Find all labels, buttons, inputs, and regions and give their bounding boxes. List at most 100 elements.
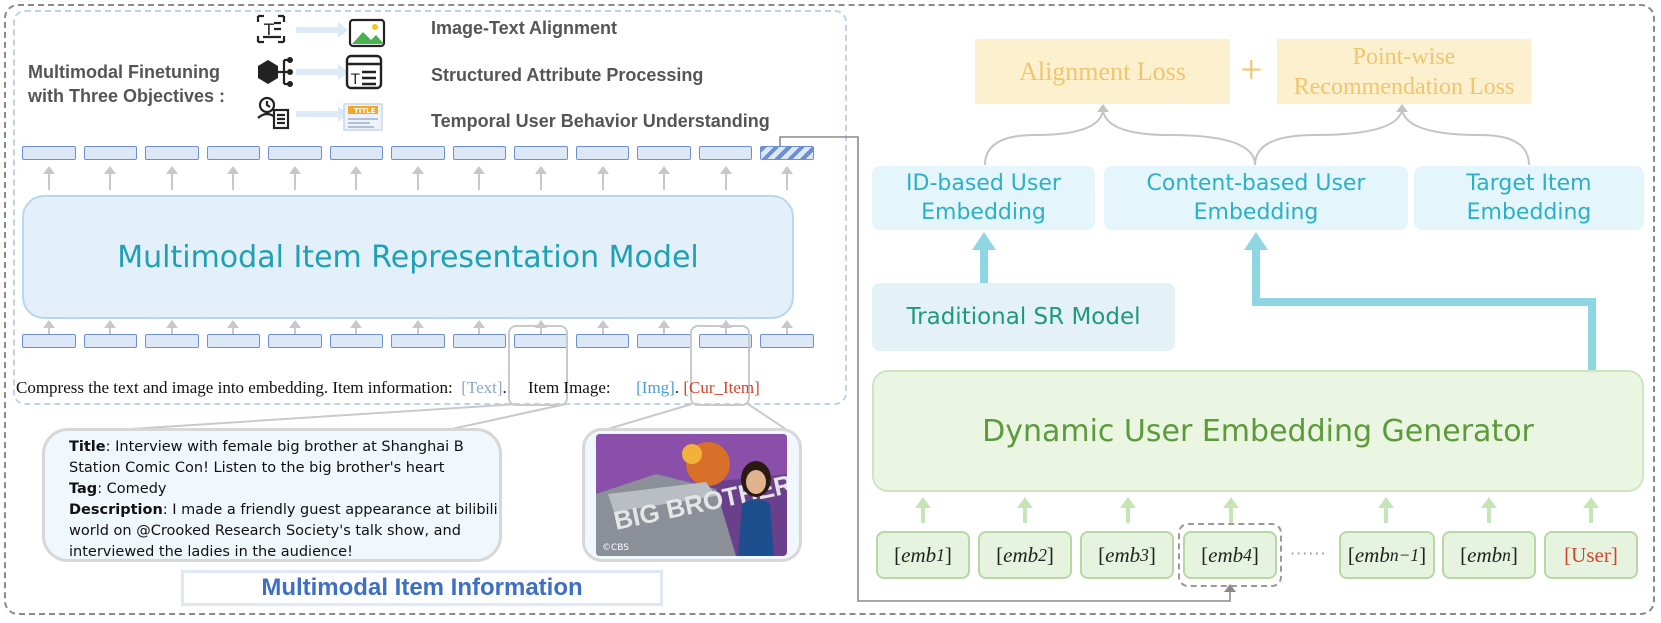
green-up-arrow xyxy=(1223,497,1239,523)
arrow-1-head xyxy=(338,22,348,38)
output-token xyxy=(514,146,568,160)
title-value: : Interview with female big brother at S… xyxy=(69,439,464,476)
up-arrow xyxy=(719,320,732,334)
up-arrow xyxy=(473,320,486,334)
current-item-highlight xyxy=(1178,523,1282,587)
prompt-sentence: Compress the text and image into embeddi… xyxy=(16,378,760,398)
cube-tree-icon xyxy=(258,57,293,87)
input-token-row xyxy=(22,334,814,350)
output-token xyxy=(22,146,76,160)
image-placeholder: [Img] xyxy=(636,378,675,397)
up-arrow xyxy=(288,166,301,190)
output-token xyxy=(268,146,322,160)
input-token xyxy=(145,334,199,348)
up-arrow xyxy=(42,320,55,334)
alignment-loss-box: Alignment Loss xyxy=(975,39,1230,104)
input-token xyxy=(391,334,445,348)
tag-key: Tag xyxy=(69,481,98,497)
input-token xyxy=(329,334,384,348)
up-arrow xyxy=(227,320,240,334)
ellipsis: ······ xyxy=(1290,544,1327,563)
objective-structured-attribute: Structured Attribute Processing xyxy=(431,65,704,85)
prompt-dot: . xyxy=(502,378,507,397)
arrow-2-body xyxy=(296,69,338,75)
up-arrow xyxy=(227,166,240,190)
up-arrow xyxy=(104,166,117,190)
content-emb-line2: Embedding xyxy=(1193,200,1319,225)
up-arrow xyxy=(473,166,486,190)
output-token xyxy=(145,146,199,160)
output-token xyxy=(83,146,138,160)
svg-text:T: T xyxy=(263,20,274,39)
svg-text:T: T xyxy=(350,72,360,88)
current-item-placeholder: [Cur_Item] xyxy=(683,378,760,397)
content-based-user-embedding: Content-based User Embedding xyxy=(1104,166,1408,230)
id-emb-line2: Embedding xyxy=(921,200,1046,225)
up-arrow xyxy=(165,166,178,190)
up-arrow xyxy=(596,320,609,334)
id-based-user-embedding: ID-based User Embedding xyxy=(872,166,1095,230)
up-arrow xyxy=(719,166,732,190)
target-item-embedding: Target Item Embedding xyxy=(1414,166,1644,230)
pointwise-loss-box: Point-wise Recommendation Loss xyxy=(1277,39,1531,104)
up-arrow xyxy=(104,320,117,334)
description-key: Description xyxy=(69,502,163,518)
up-arrow xyxy=(350,166,363,190)
id-emb-line1: ID-based User xyxy=(906,171,1061,196)
prompt-image-label: Item Image: xyxy=(528,378,611,397)
output-token xyxy=(637,146,691,160)
title-key: Title xyxy=(69,439,106,455)
up-arrow xyxy=(535,166,548,190)
up-arrow xyxy=(658,166,671,190)
up-arrow xyxy=(658,320,671,334)
item-thumbnail: BIG BROTHER ©CBS xyxy=(596,434,787,556)
input-token xyxy=(760,334,814,348)
up-arrow xyxy=(535,320,548,334)
user-token-box: [User] xyxy=(1544,531,1638,579)
svg-text:TITLE: TITLE xyxy=(354,107,376,115)
tag-value: : Comedy xyxy=(97,481,167,497)
objective-temporal-behavior: Temporal User Behavior Understanding xyxy=(431,111,770,131)
user-history-icon xyxy=(257,96,290,130)
outer-frame xyxy=(4,4,1655,615)
up-arrow xyxy=(781,320,794,334)
content-emb-line1: Content-based User xyxy=(1146,171,1366,196)
item-embedding-token xyxy=(760,146,814,160)
green-up-arrow xyxy=(1378,497,1394,523)
pointwise-loss-line1: Point-wise xyxy=(1352,43,1456,70)
target-emb-line2: Embedding xyxy=(1466,200,1592,225)
up-arrow xyxy=(596,166,609,190)
dynamic-user-embedding-generator: Dynamic User Embedding Generator xyxy=(872,370,1644,492)
green-up-arrow xyxy=(1583,497,1599,523)
target-emb-line1: Target Item xyxy=(1466,171,1592,196)
input-token xyxy=(83,334,138,348)
text-token-highlight xyxy=(508,325,568,406)
output-token xyxy=(329,146,384,160)
image-icon xyxy=(348,18,386,48)
objectives-title: Multimodal Finetuning with Three Objecti… xyxy=(28,62,226,106)
description-value: : I made a friendly guest appearance at … xyxy=(69,502,498,560)
up-arrow xyxy=(781,166,794,190)
image-token-highlight xyxy=(690,325,750,406)
up-arrow xyxy=(411,166,424,190)
traditional-sr-model: Traditional SR Model xyxy=(872,283,1175,351)
green-up-arrow xyxy=(915,497,931,523)
green-up-arrow xyxy=(1017,497,1033,523)
output-token xyxy=(575,146,630,160)
title-card-icon: TITLE xyxy=(343,103,383,131)
input-token xyxy=(698,334,753,348)
green-up-arrow xyxy=(1481,497,1497,523)
multimodal-finetuning-panel xyxy=(13,10,847,405)
output-token xyxy=(698,146,753,160)
input-token xyxy=(575,334,630,348)
output-token xyxy=(391,146,445,160)
input-token xyxy=(268,334,322,348)
item-info-card: Title: Interview with female big brother… xyxy=(42,428,502,562)
arrow-3-body xyxy=(296,111,338,117)
